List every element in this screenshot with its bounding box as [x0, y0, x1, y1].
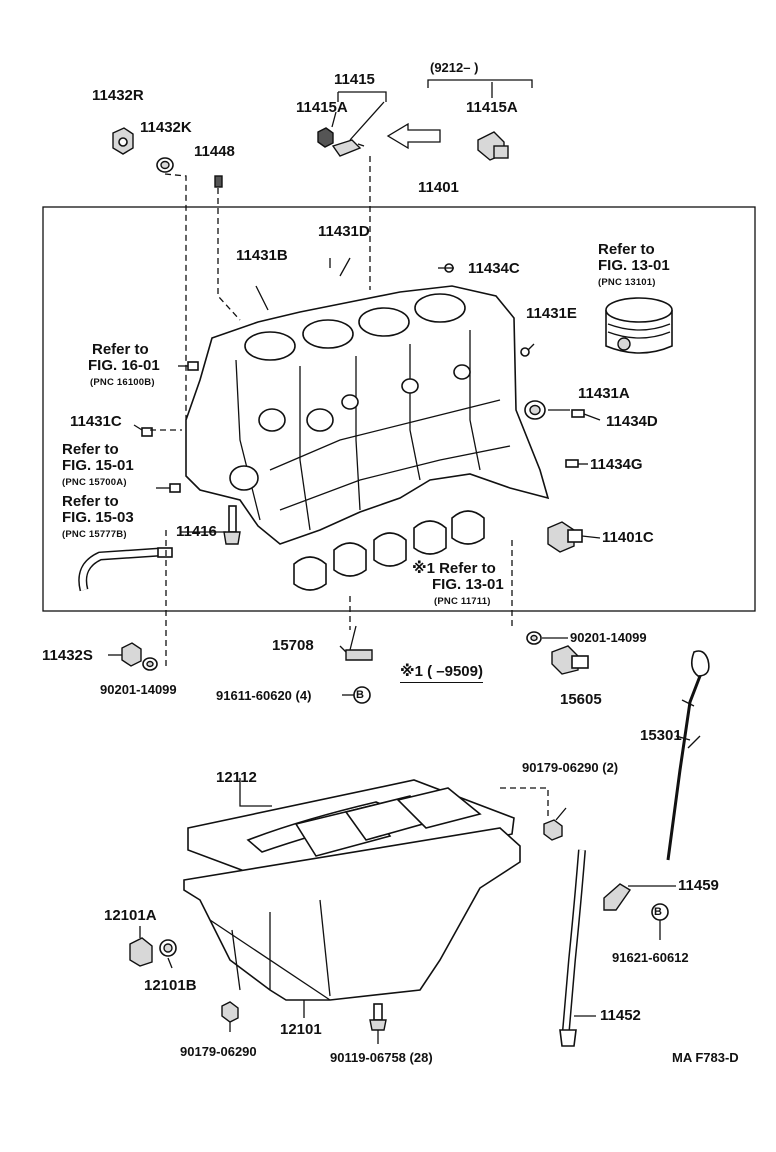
- ref-16-01-pnc: (PNC 16100B): [90, 377, 155, 388]
- bracket-9212: [427, 79, 533, 88]
- part-90179-06290: [221, 1001, 239, 1023]
- label-11401C: 11401C: [602, 529, 654, 546]
- label-11434D: 11434D: [606, 413, 658, 430]
- ref-15-03-title: Refer to: [62, 493, 119, 510]
- ref-13-01a-fig[interactable]: FIG. 13-01: [598, 257, 670, 274]
- part-11431E: [520, 347, 530, 357]
- label-11434C: 11434C: [468, 260, 520, 277]
- label-12101A: 12101A: [104, 907, 157, 924]
- ref-15-01-pnc: (PNC 15700A): [62, 477, 127, 488]
- oil-pan-12101: [183, 827, 521, 1001]
- label-11432S: 11432S: [42, 647, 93, 664]
- washer-90201-right: [526, 631, 542, 645]
- plug-16100B: [187, 361, 199, 371]
- label-90179: 90179-06290: [180, 1044, 257, 1059]
- bracket-11415: [337, 91, 387, 102]
- ref-16-01-fig[interactable]: FIG. 16-01: [88, 357, 160, 374]
- label-12112: 12112: [216, 769, 257, 786]
- label-90201-left: 90201-14099: [100, 682, 177, 697]
- part-11432R: [112, 127, 134, 155]
- ref-13-01b-title: ※1 Refer to: [412, 560, 496, 577]
- engine-block: [185, 285, 550, 545]
- diagram-id: MA F783-D: [672, 1050, 739, 1065]
- ref-13-01a-title: Refer to: [598, 241, 655, 258]
- part-11432K: [156, 157, 174, 173]
- label-9509: ※1 ( –9509): [400, 664, 483, 683]
- block-frame: [42, 206, 756, 612]
- ref-15-01-title: Refer to: [62, 441, 119, 458]
- ref-15-03-pnc: (PNC 15777B): [62, 529, 127, 540]
- label-11431E: 11431E: [526, 305, 577, 322]
- part-11415A-right: [477, 131, 509, 161]
- b-marker-1-text: B: [356, 689, 364, 701]
- ref-13-01a-pnc: (PNC 13101): [598, 277, 656, 288]
- label-11416: 11416: [176, 523, 217, 540]
- label-90179-06290-2: 90179-06290 (2): [522, 760, 619, 775]
- bracket-11459: [603, 883, 632, 911]
- label-11432R: 11432R: [92, 87, 144, 104]
- washer-90201-left: [142, 657, 158, 671]
- label-11431A: 11431A: [578, 385, 630, 402]
- direction-arrow: [386, 122, 441, 150]
- label-11434G: 11434G: [590, 456, 643, 473]
- label-91611: 91611-60620 (4): [216, 688, 312, 703]
- b-marker-2-text: B: [654, 906, 662, 918]
- part-12101A: [129, 937, 153, 967]
- label-15605: 15605: [560, 691, 602, 708]
- tube-15777B: [78, 547, 173, 592]
- strainer-pipe-11452: [559, 849, 586, 1047]
- part-90179-06290-2: [543, 819, 563, 841]
- piston: [605, 297, 673, 354]
- part-11434D: [571, 409, 585, 418]
- label-11415A-right: 11415A: [466, 99, 518, 116]
- label-9212: (9212– ): [430, 60, 479, 75]
- label-15301: 15301: [640, 727, 682, 744]
- label-11415: 11415: [334, 71, 375, 88]
- label-12101B: 12101B: [144, 977, 197, 994]
- part-11431A: [524, 400, 546, 420]
- label-11415A-left: 11415A: [296, 99, 348, 116]
- label-91621: 91621-60612: [612, 950, 689, 965]
- bearing-set: [293, 510, 485, 591]
- label-11431B: 11431B: [236, 247, 288, 264]
- part-11415A-left: [317, 127, 334, 148]
- part-11448: [214, 175, 223, 188]
- label-90201-right: 90201-14099: [570, 630, 647, 645]
- ref-16-01-title: Refer to: [92, 341, 149, 358]
- part-11416: [223, 505, 241, 545]
- label-11448: 11448: [194, 143, 235, 160]
- ref-15-03-fig[interactable]: FIG. 15-03: [62, 509, 134, 526]
- label-11452: 11452: [600, 1007, 641, 1024]
- ref-13-01b-fig[interactable]: FIG. 13-01: [432, 576, 504, 593]
- oil-pan-gasket-12112: [187, 779, 515, 889]
- label-11431D: 11431D: [318, 223, 370, 240]
- part-11434G: [565, 459, 579, 468]
- part-12101B: [159, 939, 177, 957]
- label-12101: 12101: [280, 1021, 322, 1038]
- part-11401C: [547, 521, 583, 553]
- part-11431C: [141, 427, 153, 437]
- label-11459: 11459: [678, 877, 719, 894]
- part-90119-06758: [369, 1003, 387, 1031]
- part-11415: [331, 139, 365, 157]
- label-90119: 90119-06758 (28): [330, 1050, 433, 1065]
- part-15708: [345, 625, 373, 661]
- plug-15700A: [169, 483, 181, 493]
- label-15708: 15708: [272, 637, 314, 654]
- ref-13-01b-pnc: (PNC 11711): [434, 596, 491, 607]
- part-11432S: [121, 642, 142, 667]
- ref-15-01-fig[interactable]: FIG. 15-01: [62, 457, 134, 474]
- label-11401: 11401: [418, 179, 459, 196]
- part-15605: [551, 645, 589, 675]
- dipstick-15301: [666, 650, 710, 861]
- label-11431C: 11431C: [70, 413, 122, 430]
- label-11432K: 11432K: [140, 119, 192, 136]
